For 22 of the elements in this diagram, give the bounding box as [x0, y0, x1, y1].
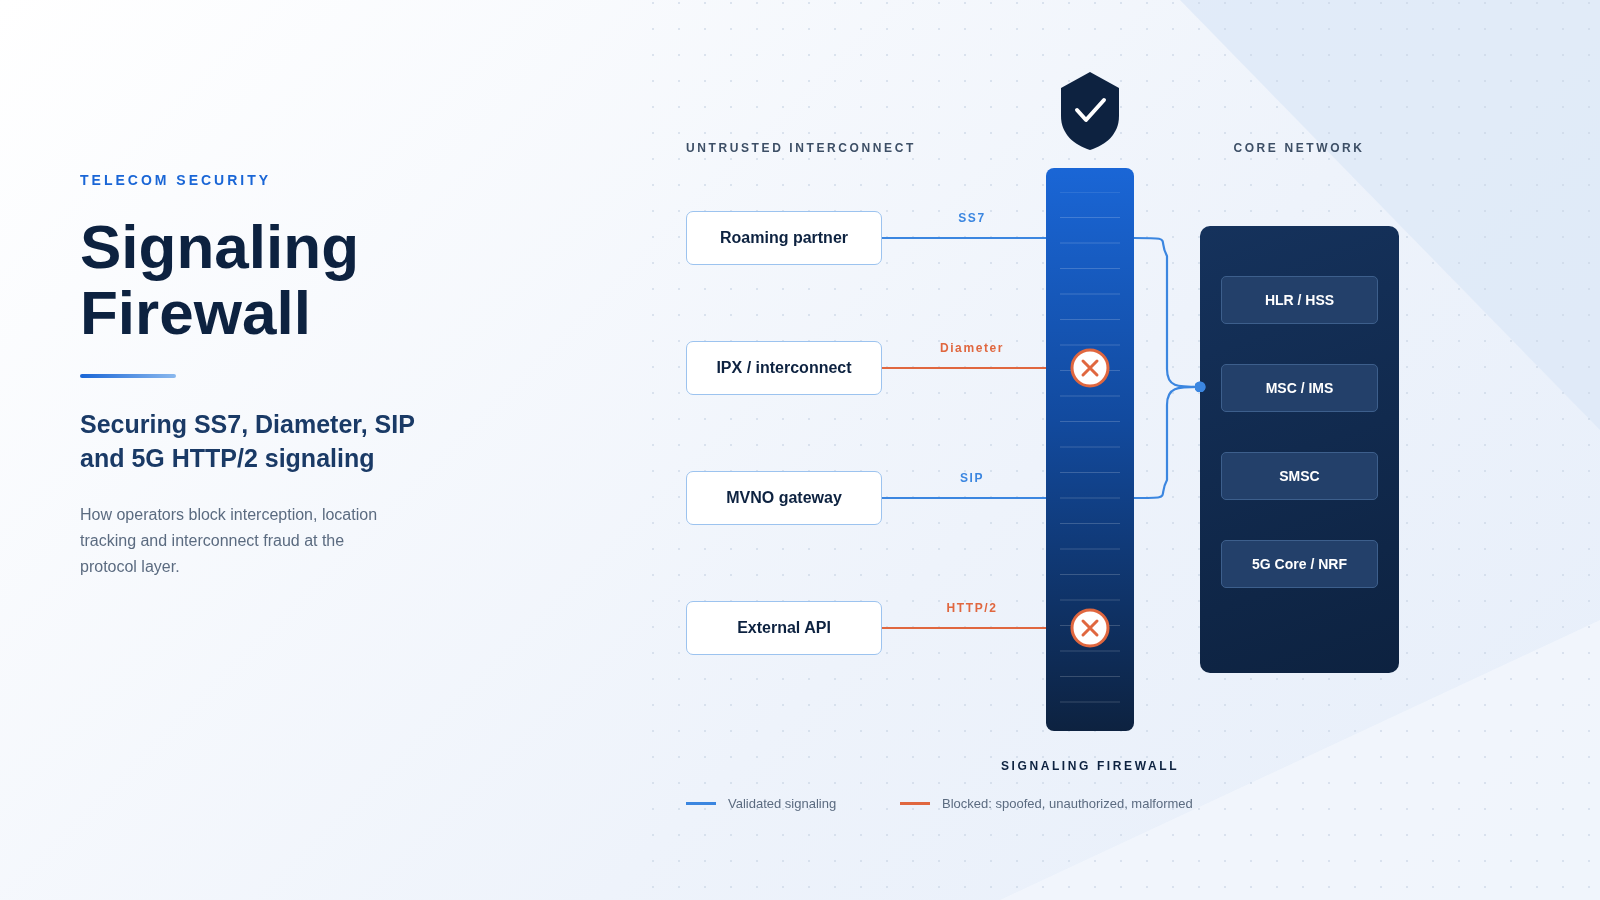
subtitle: Securing SS7, Diameter, SIP and 5G HTTP/2 signaling	[80, 409, 416, 474]
edge-label: SIP	[959, 471, 985, 485]
source-box: External API	[686, 601, 882, 655]
eyebrow-text: TELECOM SECURITY	[80, 172, 272, 188]
edge-label: Diameter	[939, 341, 1005, 355]
column-heading: CORE NETWORK	[1233, 141, 1365, 155]
source-box: Roaming partner	[686, 211, 882, 265]
core-network-panel	[1200, 226, 1399, 673]
core-element-box: SMSC	[1221, 452, 1378, 500]
firewall-label: SIGNALING FIREWALL	[1000, 759, 1180, 773]
edge-label: SS7	[958, 211, 986, 225]
source-box: MVNO gateway	[686, 471, 882, 525]
description: How operators block interception, location tracking and interconnect fraud at the protocol layer.	[80, 505, 379, 577]
core-element-box: HLR / HSS	[1221, 276, 1378, 324]
source-box: IPX / interconnect	[686, 341, 882, 395]
legend-text: Blocked: spoofed, unauthorized, malformed	[942, 796, 1193, 811]
core-element-box: MSC / IMS	[1221, 364, 1378, 412]
edge-label: HTTP/2	[946, 601, 998, 615]
legend-text: Validated signaling	[728, 796, 837, 811]
column-heading: UNTRUSTED INTERCONNECT	[686, 141, 916, 155]
core-element-box: 5G Core / NRF	[1221, 540, 1378, 588]
title: Signaling Firewall	[80, 214, 360, 346]
